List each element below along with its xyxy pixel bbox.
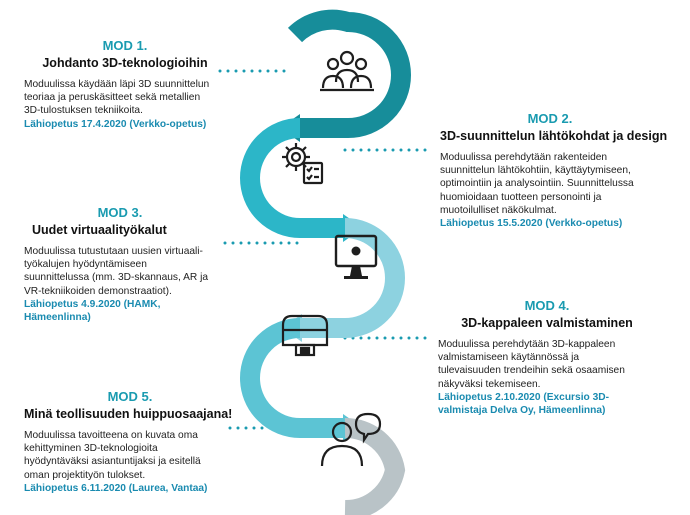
arc-mod5 [344,417,406,515]
module-2-label: MOD 2. [527,111,573,126]
module-3-description: Moduulissa tutustutaan uusien virtuaali-… [24,246,209,297]
person-speech-icon [320,412,382,467]
module-3: MOD 3. Uudet virtuaalityökalut Moduuliss… [10,205,240,324]
arc-mod1 [287,9,412,138]
gear-checklist-icon [282,143,324,185]
module-5-description: Moduulissa tavoitteena on kuvata oma keh… [24,430,201,481]
module-5-date: Lähiopetus 6.11.2020 (Laurea, Vantaa) [24,482,208,494]
module-2-title: 3D-suunnittelun lähtökohdat ja design [440,129,668,143]
module-2: MOD 2. 3D-suunnittelun lähtökohdat ja de… [440,111,680,230]
computer-monitor-icon [334,234,378,279]
module-2-date: Lähiopetus 15.5.2020 (Verkko-opetus) [440,218,623,230]
arc-mod3 [300,218,406,338]
arc-mod2 [239,118,345,238]
module-4-label: MOD 4. [524,298,570,313]
module-1-label: MOD 1. [102,38,148,53]
module-1-date: Lähiopetus 17.4.2020 (Verkko-opetus) [24,118,207,130]
module-4-title: 3D-kappaleen valmistaminen [461,316,633,330]
module-4-date: Lähiopetus 2.10.2020 (Excursio 3D- valmi… [438,391,609,417]
arc-mod4 [239,318,345,438]
module-5-title: Minä teollisuuden huippuosaajana! [24,407,233,421]
module-3-label: MOD 3. [97,205,143,220]
module-4-description: Moduulissa perehdytään 3D-kappaleen valm… [438,339,625,390]
module-1: MOD 1. Johdanto 3D-teknologioihin Moduul… [10,38,270,131]
module-1-title: Johdanto 3D-teknologioihin [42,56,208,70]
module-1-description: Moduulissa käydään läpi 3D suunnittelun … [24,79,210,117]
module-5-label: MOD 5. [107,389,153,404]
3d-printer-icon [281,314,329,357]
people-group-icon [320,50,374,92]
module-2-description: Moduulissa perehdytään rakenteiden suunn… [440,152,634,216]
module-3-date: Lähiopetus 4.9.2020 (HAMK, Hämeenlinna) [24,298,161,324]
module-4: MOD 4. 3D-kappaleen valmistaminen Moduul… [432,298,682,417]
module-5: MOD 5. Minä teollisuuden huippuosaajana!… [10,389,270,495]
module-3-title: Uudet virtuaalityökalut [32,223,167,237]
